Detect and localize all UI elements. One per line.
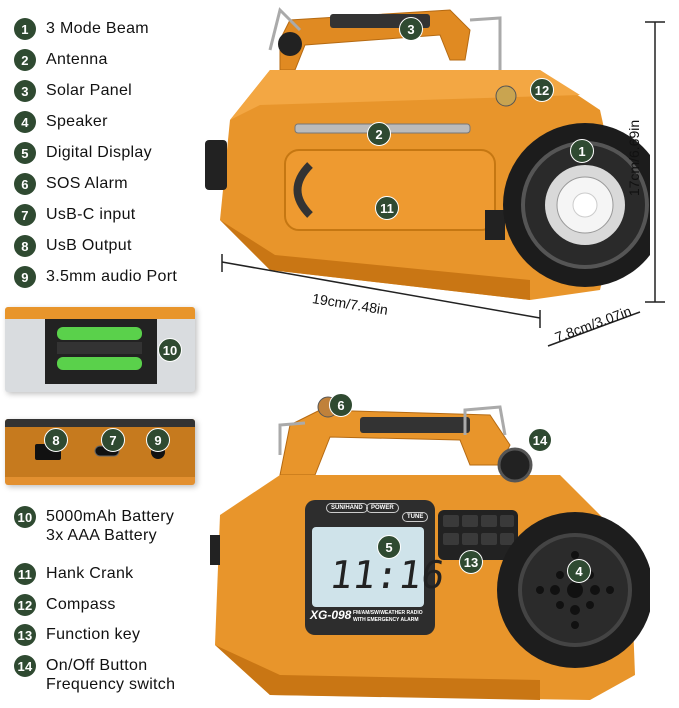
callout-badge: 7 [101, 428, 125, 452]
tune-button: TUNE [402, 512, 429, 522]
feature-label: Digital Display [46, 144, 152, 161]
height-dimension: 17cm/6.69in [626, 119, 643, 197]
feature-label: Function key [46, 626, 141, 643]
feature-item: 2 Antenna [14, 49, 108, 71]
callout-badge: 13 [459, 550, 483, 574]
feature-item: 8 UsB Output [14, 235, 132, 257]
feature-label: Hank Crank [46, 565, 134, 582]
feature-item: 11 Hank Crank [14, 563, 133, 585]
feature-label: UsB Output [46, 237, 132, 254]
feature-label: On/Off Button Frequency switch [46, 657, 176, 693]
feature-item: 12 Compass [14, 594, 116, 616]
device-caption-1: FM/AM/SW/WEATHER RADIO [353, 610, 423, 616]
feature-number: 2 [14, 49, 36, 71]
ports-photo [5, 419, 195, 485]
feature-item: 10 5000mAh Battery 3x AAA Battery [14, 506, 174, 545]
device-caption-2: WITH EMERGENCY ALARM [353, 617, 419, 623]
model-label: XG-098 [310, 608, 352, 622]
feature-number: 10 [14, 506, 36, 528]
feature-item: 6 SOS Alarm [14, 173, 128, 195]
feature-label: 3 Mode Beam [46, 20, 149, 37]
feature-label: Antenna [46, 51, 108, 68]
callout-badge: 1 [570, 139, 594, 163]
power-button: POWER [366, 503, 399, 513]
lcd-clock: 11:16 [326, 553, 448, 597]
callout-badge: 9 [146, 428, 170, 452]
callout-badge: 6 [329, 393, 353, 417]
callout-badge: 10 [158, 338, 182, 362]
feature-number: 14 [14, 655, 36, 677]
feature-item: 4 Speaker [14, 111, 108, 133]
callout-badge: 2 [367, 122, 391, 146]
feature-label: UsB-C input [46, 206, 136, 223]
callout-badge: 8 [44, 428, 68, 452]
callout-badge: 5 [377, 535, 401, 559]
feature-number: 13 [14, 624, 36, 646]
feature-label: SOS Alarm [46, 175, 128, 192]
feature-label: 5000mAh Battery 3x AAA Battery [46, 508, 175, 544]
sun-hand-button: SUN/HAND [326, 503, 368, 513]
feature-number: 4 [14, 111, 36, 133]
feature-number: 7 [14, 204, 36, 226]
feature-item: 9 3.5mm audio Port [14, 266, 177, 288]
feature-item: 3 Solar Panel [14, 80, 132, 102]
feature-number: 6 [14, 173, 36, 195]
feature-number: 12 [14, 594, 36, 616]
callout-badge: 11 [375, 196, 399, 220]
feature-item: 14 On/Off Button Frequency switch [14, 655, 175, 694]
feature-item: 5 Digital Display [14, 142, 152, 164]
feature-number: 3 [14, 80, 36, 102]
feature-number: 1 [14, 18, 36, 40]
feature-label: Compass [46, 596, 116, 613]
feature-number: 9 [14, 266, 36, 288]
feature-label: Speaker [46, 113, 108, 130]
dimension-lines [221, 21, 665, 347]
callout-badge: 3 [399, 17, 423, 41]
callout-badge: 14 [528, 428, 552, 452]
feature-number: 8 [14, 235, 36, 257]
feature-item: 13 Function key [14, 624, 140, 646]
callout-badge: 12 [530, 78, 554, 102]
feature-item: 1 3 Mode Beam [14, 18, 149, 40]
radio-front-view [210, 396, 650, 700]
feature-label: 3.5mm audio Port [46, 268, 178, 285]
callout-badge: 4 [567, 559, 591, 583]
feature-number: 11 [14, 563, 36, 585]
feature-label: Solar Panel [46, 82, 133, 99]
feature-item: 7 UsB-C input [14, 204, 136, 226]
feature-number: 5 [14, 142, 36, 164]
